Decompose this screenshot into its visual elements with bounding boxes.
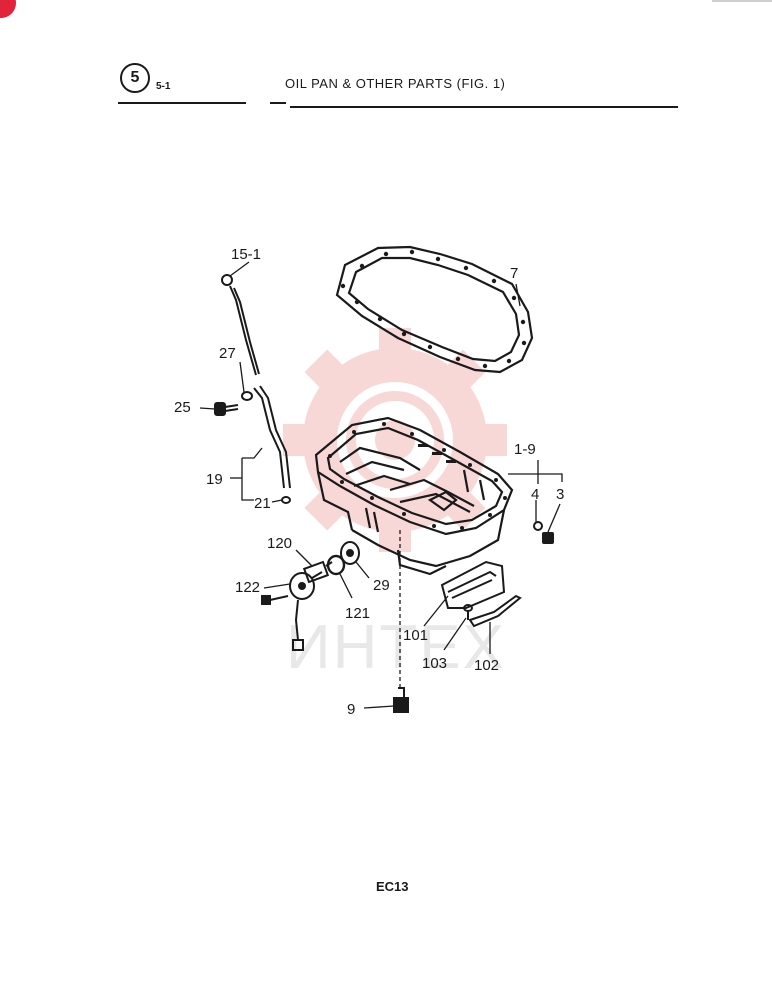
- header-rule-gap: [270, 102, 286, 104]
- label-1-9: 1-9: [514, 441, 536, 458]
- label-102: 102: [474, 657, 499, 674]
- label-122: 122: [235, 579, 260, 596]
- label-120: 120: [267, 535, 292, 552]
- o-ring-part-27: [241, 391, 253, 401]
- page-code: EC13: [376, 879, 409, 894]
- label-27: 27: [219, 345, 236, 362]
- gasket-ring-part-121: [326, 554, 346, 576]
- bracket-part-122-assembly: [261, 571, 323, 651]
- plate-part-29: [340, 541, 360, 565]
- watermark-gear-logo: [283, 328, 507, 552]
- page-title: OIL PAN & OTHER PARTS (FIG. 1): [285, 76, 506, 91]
- strainer-part-101: [440, 560, 506, 609]
- label-29: 29: [373, 577, 390, 594]
- leader-lines: [199, 261, 563, 709]
- label-21: 21: [254, 495, 271, 512]
- label-101: 101: [403, 627, 428, 644]
- o-ring-part-21: [281, 496, 291, 504]
- label-19: 19: [206, 471, 223, 488]
- oil-pan-part-1-9: [314, 416, 514, 576]
- pan-part-markers: [533, 521, 554, 544]
- section-sub-number: 5-1: [156, 81, 171, 92]
- oil-pipe-part-102: [468, 594, 522, 628]
- gasket-bolt-holes: [340, 249, 527, 369]
- guide-tube-part-19: [253, 385, 291, 489]
- label-3: 3: [556, 486, 564, 503]
- label-121: 121: [345, 605, 370, 622]
- label-9: 9: [347, 701, 355, 718]
- label-15-1: 15-1: [231, 246, 261, 263]
- header-rule-right: [290, 106, 678, 108]
- page-header: 5 5-1 OIL PAN & OTHER PARTS (FIG. 1): [118, 60, 680, 112]
- gasket-part-7: [335, 245, 534, 374]
- label-4: 4: [531, 486, 539, 503]
- label-7: 7: [510, 265, 518, 282]
- drain-plug-part-9: [393, 687, 409, 713]
- label-25: 25: [174, 399, 191, 416]
- top-right-rule: [712, 0, 772, 2]
- label-103: 103: [422, 655, 447, 672]
- o-ring-part-103: [463, 604, 473, 620]
- bolt-part-25: [214, 402, 239, 416]
- watermark-text: ИНТЕХ: [286, 613, 506, 682]
- oil-pan-flange-holes: [328, 422, 507, 530]
- dipstick-part-15-1: [221, 274, 260, 376]
- section-number-badge: 5: [120, 63, 150, 93]
- header-rule-left: [118, 102, 246, 104]
